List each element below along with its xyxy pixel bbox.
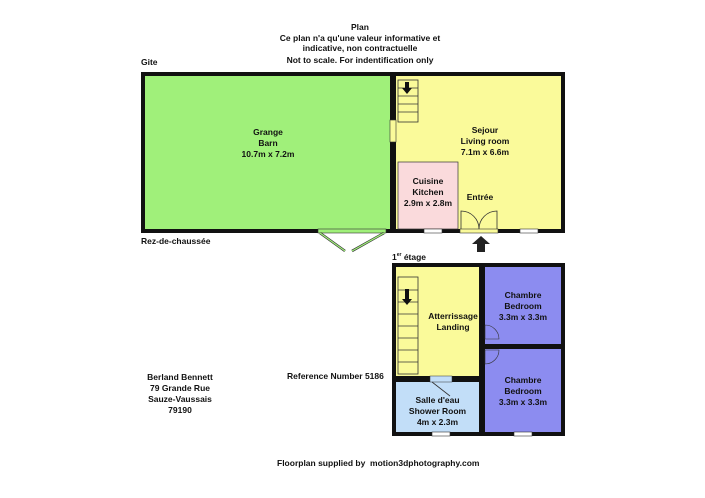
entrance-arrow-icon: [472, 236, 490, 252]
first-floor-label: 1er étage: [392, 251, 427, 262]
bedroom-2-label: Chambre Bedroom 3.3m x 3.3m: [498, 375, 548, 407]
landing-fill: [396, 267, 479, 376]
living-room-label: Sejour Living room 7.1m x 6.6m: [460, 125, 510, 157]
ground-floor-label: Rez-de-chaussée: [141, 236, 211, 246]
website-link[interactable]: motion3dphotography.com: [370, 458, 480, 468]
building-label: Gite: [141, 57, 158, 67]
bedroom-1-fill: [485, 267, 561, 344]
footer-credit: Floorplan supplied by motion3dphotograph…: [277, 458, 480, 468]
bedroom-2-fill: [485, 349, 561, 432]
disclaimer-line-1: Ce plan n'a qu'une valeur informative et: [279, 33, 441, 43]
shower-room-label: Salle d'eau Shower Room 4m x 2.3m: [408, 395, 467, 427]
landing-label: Atterrissage Landing: [428, 311, 478, 332]
stair-arrow-icon: [402, 82, 412, 94]
barn-label: Grange Barn 10.7m x 7.2m: [241, 127, 295, 159]
stair-arrow-icon: [402, 289, 412, 305]
staircase-ground: [397, 79, 419, 123]
kitchen-label: Cuisine Kitchen 2.9m x 2.8m: [403, 176, 453, 208]
disclaimer-line-2: indicative, non contractuelle: [302, 43, 418, 53]
barn-fill: [145, 76, 390, 229]
bedroom-1-label: Chambre Bedroom 3.3m x 3.3m: [498, 290, 548, 322]
kitchen-fill: [397, 161, 459, 230]
plan-title: Plan: [351, 22, 369, 32]
entrance-label: Entrée: [466, 192, 494, 202]
agent-address: Berland Bennett 79 Grande Rue Sauze-Vaus…: [147, 372, 213, 415]
shower-room-fill: [396, 382, 479, 432]
scale-note: Not to scale. For indentification only: [286, 55, 434, 65]
reference-number: Reference Number 5186: [287, 371, 384, 381]
